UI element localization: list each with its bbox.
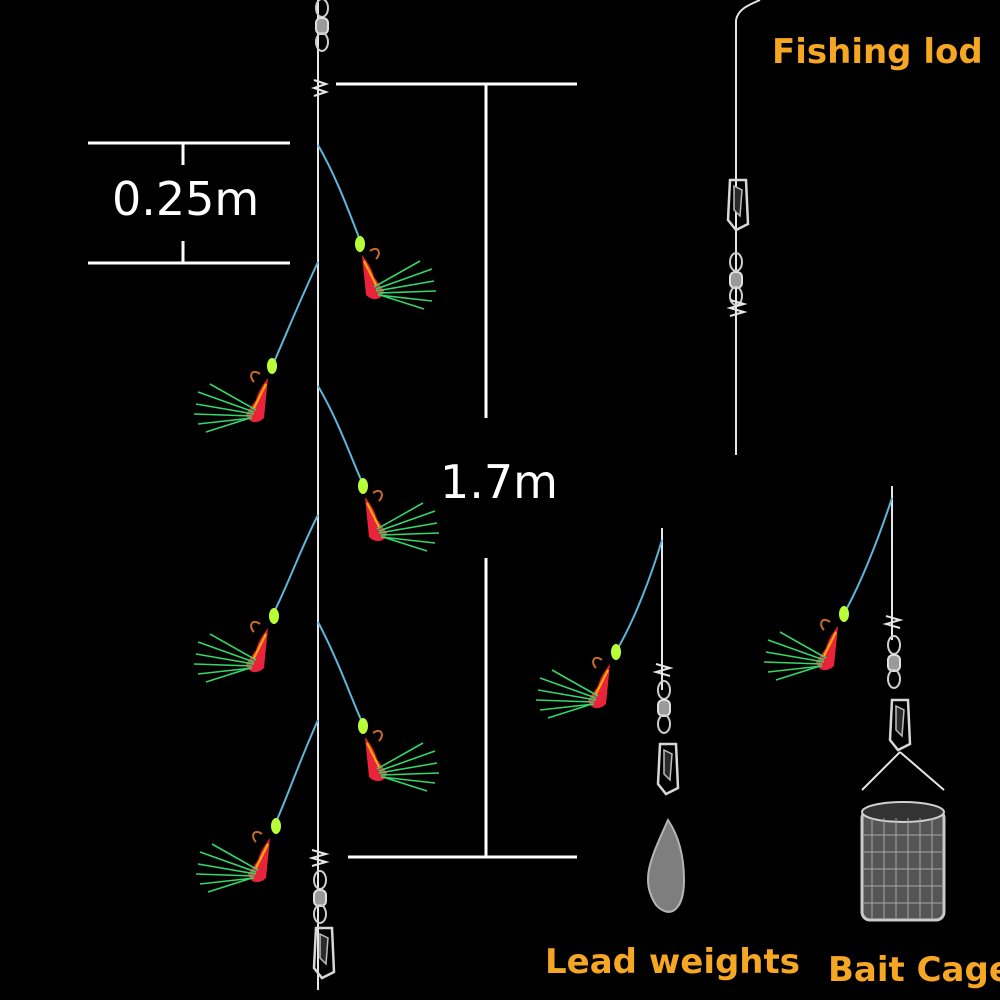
main-rig bbox=[194, 0, 440, 990]
bait-cage-label: Bait Cage bbox=[828, 950, 1000, 990]
lead-weight-assembly bbox=[536, 528, 686, 913]
dropper-1 bbox=[317, 144, 437, 310]
rod-connector bbox=[726, 0, 761, 455]
spacing-dimension bbox=[88, 141, 290, 265]
dropper-2 bbox=[194, 261, 319, 432]
dropper-5 bbox=[317, 621, 440, 792]
dropper-3 bbox=[317, 385, 440, 552]
fishing-rod-label: Fishing lod bbox=[772, 32, 983, 72]
dropper-4 bbox=[194, 514, 319, 682]
bait-cage-assembly bbox=[764, 486, 946, 922]
length-dimension bbox=[336, 82, 577, 859]
spacing-label: 0.25m bbox=[112, 172, 260, 226]
dropper-6 bbox=[196, 719, 319, 892]
total-length-label: 1.7m bbox=[440, 455, 558, 509]
lead-weights-label: Lead weights bbox=[545, 942, 800, 982]
